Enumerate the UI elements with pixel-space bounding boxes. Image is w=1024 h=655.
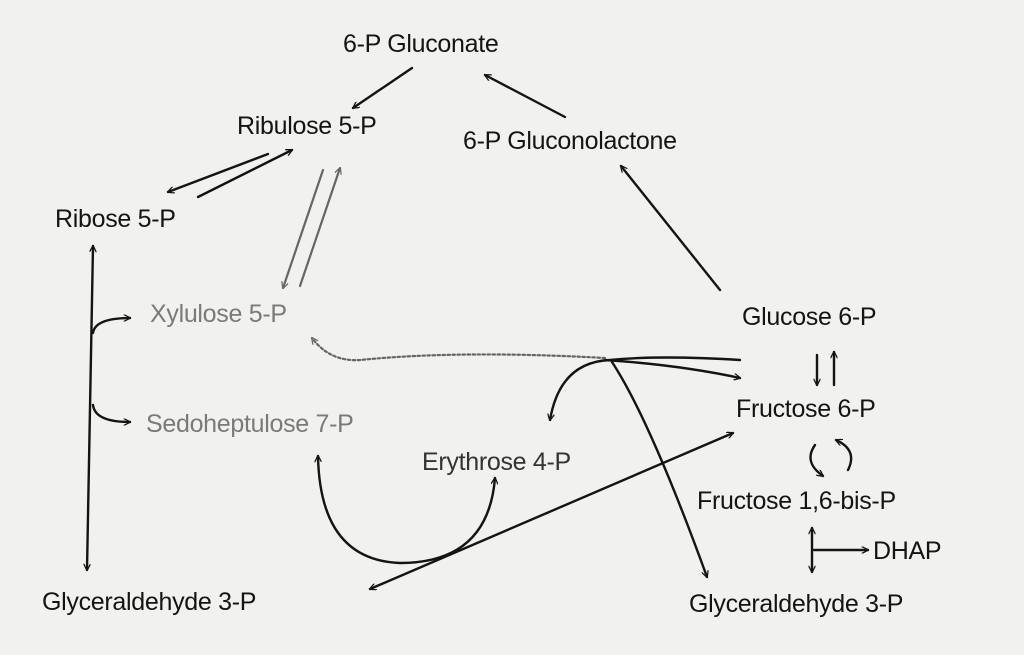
label-fructose-6p: Fructose 6-P (736, 395, 876, 423)
arrow-branch-to-xylulose (91, 318, 132, 335)
label-erythrose-4p: Erythrose 4-P (422, 448, 571, 476)
arrow-fructose6p-to-bisp (809, 443, 824, 476)
arrow-ribose-glyceraldehyde (87, 244, 93, 572)
arrow-bisp-to-fructose6p (836, 440, 853, 472)
arrow-to-erythrose (550, 356, 742, 421)
arrow-to-xylulose (312, 338, 607, 362)
arrow-gluconolactone-to-gluconate (485, 73, 567, 119)
label-ribose-5p: Ribose 5-P (55, 205, 176, 233)
label-fructose-16-bisp: Fructose 1,6-bis-P (697, 487, 896, 515)
label-glyceraldehyde-3p-right: Glyceraldehyde 3-P (689, 590, 904, 618)
arrow-to-fructose6p-top (603, 358, 740, 378)
arrow-glyceraldehyde-fructose6p (370, 433, 733, 589)
arrow-ribulose-to-ribose (168, 152, 270, 192)
label-sedoheptulose-7p: Sedoheptulose 7-P (146, 410, 354, 438)
arrow-ribose-to-ribulose (196, 148, 292, 199)
label-xylulose-5p: Xylulose 5-P (150, 300, 287, 328)
arrow-branch-to-sedoheptulose (91, 403, 132, 422)
label-ribulose-5p: Ribulose 5-P (237, 112, 377, 140)
label-6p-gluconate: 6-P Gluconate (343, 30, 499, 58)
arrow-ribulose-to-xylulose (283, 168, 325, 288)
arrow-to-glyceraldehyde-right (610, 360, 707, 577)
label-6p-gluconolactone: 6-P Gluconolactone (463, 127, 677, 155)
arrow-gluconate-to-ribulose (353, 66, 414, 110)
arrow-xylulose-to-ribulose (298, 168, 340, 288)
label-dhap: DHAP (873, 537, 942, 565)
label-glucose-6p: Glucose 6-P (742, 303, 877, 331)
arrow-sedoheptulose-erythrose (318, 454, 495, 565)
arrow-glucose-to-gluconolactone (621, 166, 722, 292)
label-glyceraldehyde-3p-left: Glyceraldehyde 3-P (42, 588, 257, 616)
